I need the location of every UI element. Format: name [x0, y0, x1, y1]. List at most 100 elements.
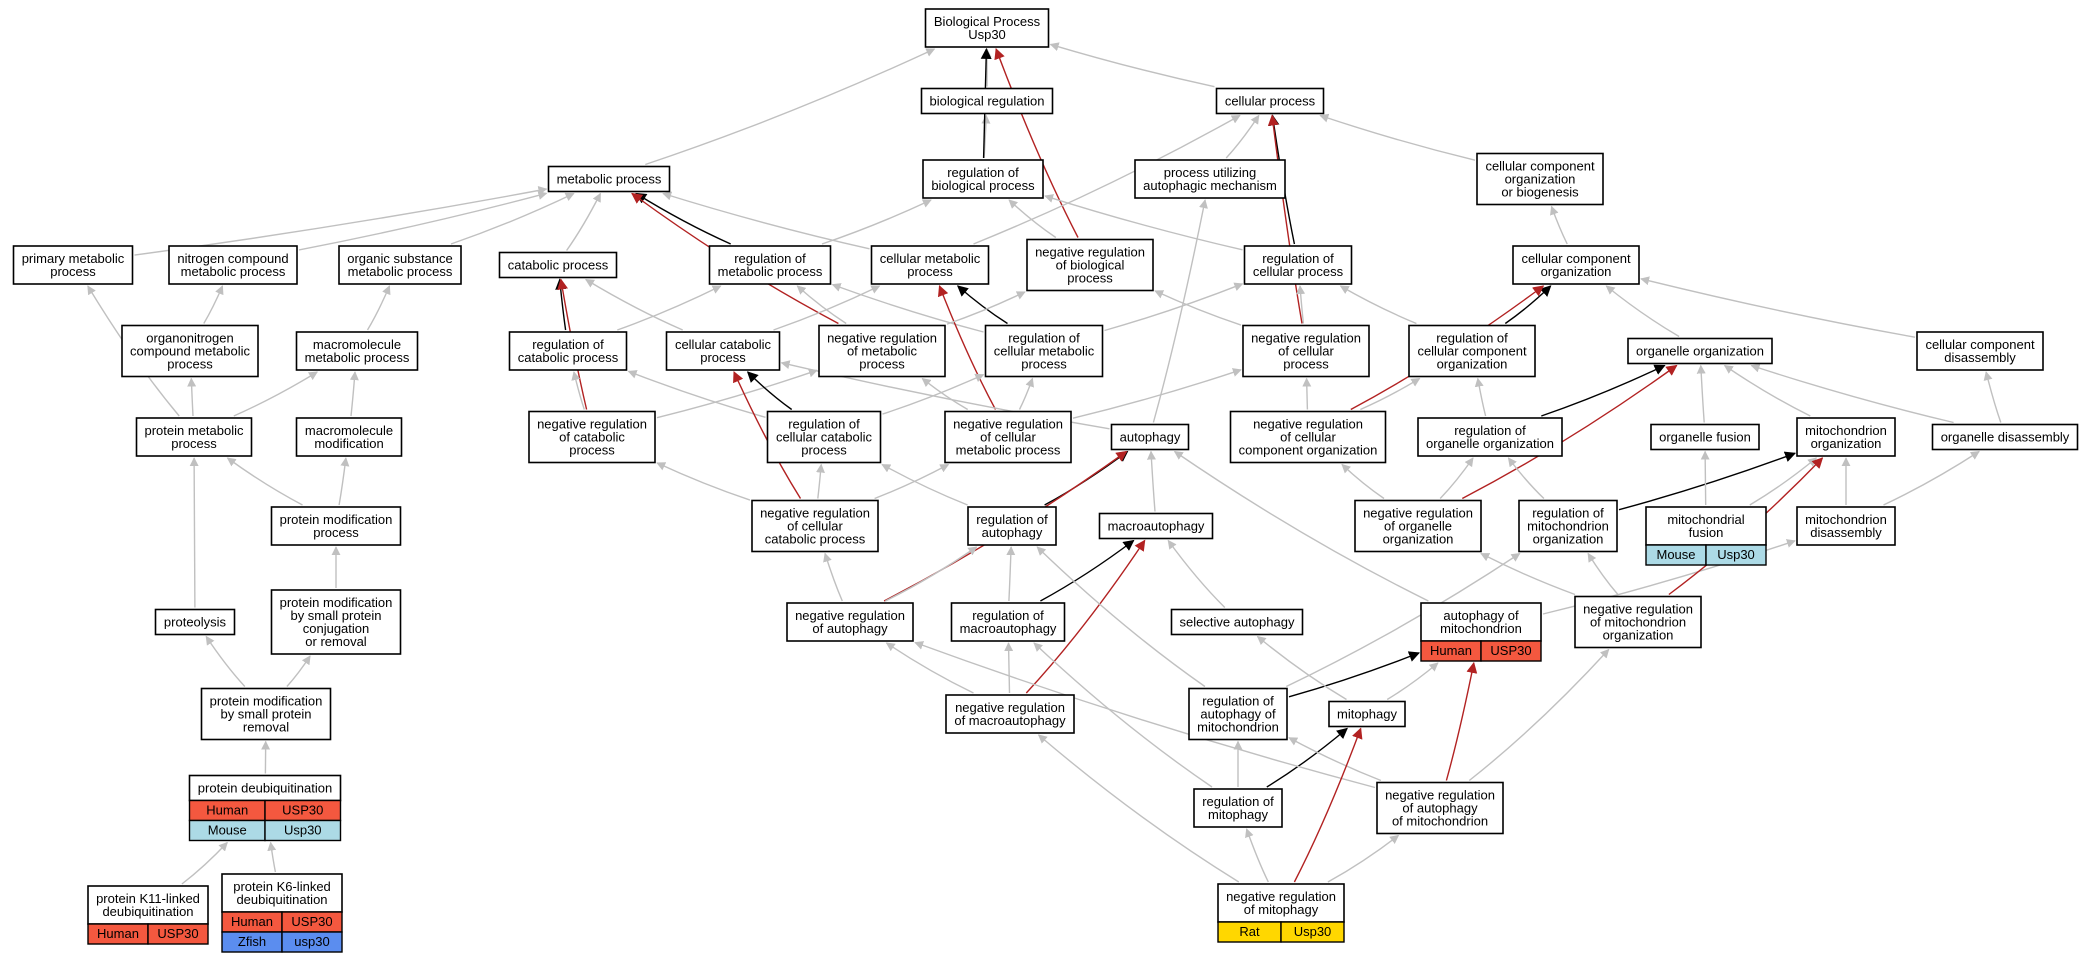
- edge-negregmitophagy-to-negregmacroautoph: [1037, 734, 1240, 883]
- term-label-line: of metabolic: [847, 344, 918, 359]
- term-node-mitophagy[interactable]: mitophagy: [1328, 700, 1406, 728]
- term-box: [135, 417, 253, 457]
- edge-k6-to-protdeub: [267, 841, 277, 873]
- edge-negregcellmet-to-negregcell: [1072, 368, 1242, 419]
- term-label-line: primary metabolic: [22, 251, 125, 266]
- edge-negregmacroautoph-to-negregautoph: [885, 642, 974, 694]
- gene-label: Usp30: [1717, 547, 1755, 562]
- tag-cell: [1280, 921, 1345, 943]
- term-label-line: metabolic process: [181, 264, 286, 279]
- term-node-organelleorg[interactable]: organelle organization: [1627, 337, 1773, 365]
- term-label-line: regulation of: [1454, 423, 1526, 438]
- term-node-orgfusion[interactable]: organelle fusion: [1650, 423, 1760, 451]
- term-label-line: of mitophagy: [1244, 902, 1319, 917]
- term-node-bioreg[interactable]: biological regulation: [920, 87, 1054, 115]
- term-label-line: cellular metabolic: [994, 344, 1095, 359]
- term-label-line: metabolic process: [718, 264, 823, 279]
- term-box: [200, 687, 332, 741]
- edge-negregcco-to-regcco: [1360, 377, 1421, 411]
- term-label-line: disassembly: [1810, 525, 1882, 540]
- edge-regmacroautoph-to-macroautoph: [1040, 539, 1135, 602]
- term-node-catab[interactable]: catabolic process: [498, 251, 618, 279]
- term-label-line: of cellular: [980, 430, 1036, 445]
- term-label-line: negative regulation: [795, 608, 905, 623]
- edge-macroautoph-to-autophagy: [1146, 450, 1156, 512]
- edge-ccdis-to-cco: [1640, 276, 1916, 338]
- term-label-line: regulation of: [1202, 794, 1274, 809]
- term-node-autophagy[interactable]: autophagy: [1110, 423, 1190, 451]
- term-box: [1512, 245, 1640, 285]
- term-label-line: regulation of: [1532, 506, 1604, 521]
- term-node-proteolysis[interactable]: proteolysis: [154, 608, 236, 636]
- term-label-line: mitochondrial: [1667, 512, 1744, 527]
- term-node-selautoph[interactable]: selective autophagy: [1170, 608, 1304, 636]
- term-box: [270, 589, 402, 655]
- edge-negregcellcatab-to-negregcellmet: [874, 463, 950, 500]
- term-label-line: or biogenesis: [1501, 185, 1579, 200]
- edge-negregautophmito-to-autophmito: [1445, 661, 1478, 781]
- term-label-line: cellular component: [1521, 251, 1631, 266]
- term-node-orgdis[interactable]: organelle disassembly: [1931, 423, 2079, 451]
- term-node-macroautoph[interactable]: macroautophagy: [1098, 512, 1214, 540]
- term-box: [1354, 499, 1482, 553]
- species-tag: Mouse: [188, 819, 266, 842]
- term-node-metab[interactable]: metabolic process: [547, 165, 671, 193]
- term-node-cellproc[interactable]: cellular process: [1215, 87, 1325, 115]
- edge-negregcellcatab-to-regcellcatab: [816, 463, 825, 499]
- edge-negregmet-to-negregbio: [946, 291, 1026, 325]
- species-tag: Human: [221, 911, 283, 933]
- term-label-line: conjugation: [303, 621, 370, 636]
